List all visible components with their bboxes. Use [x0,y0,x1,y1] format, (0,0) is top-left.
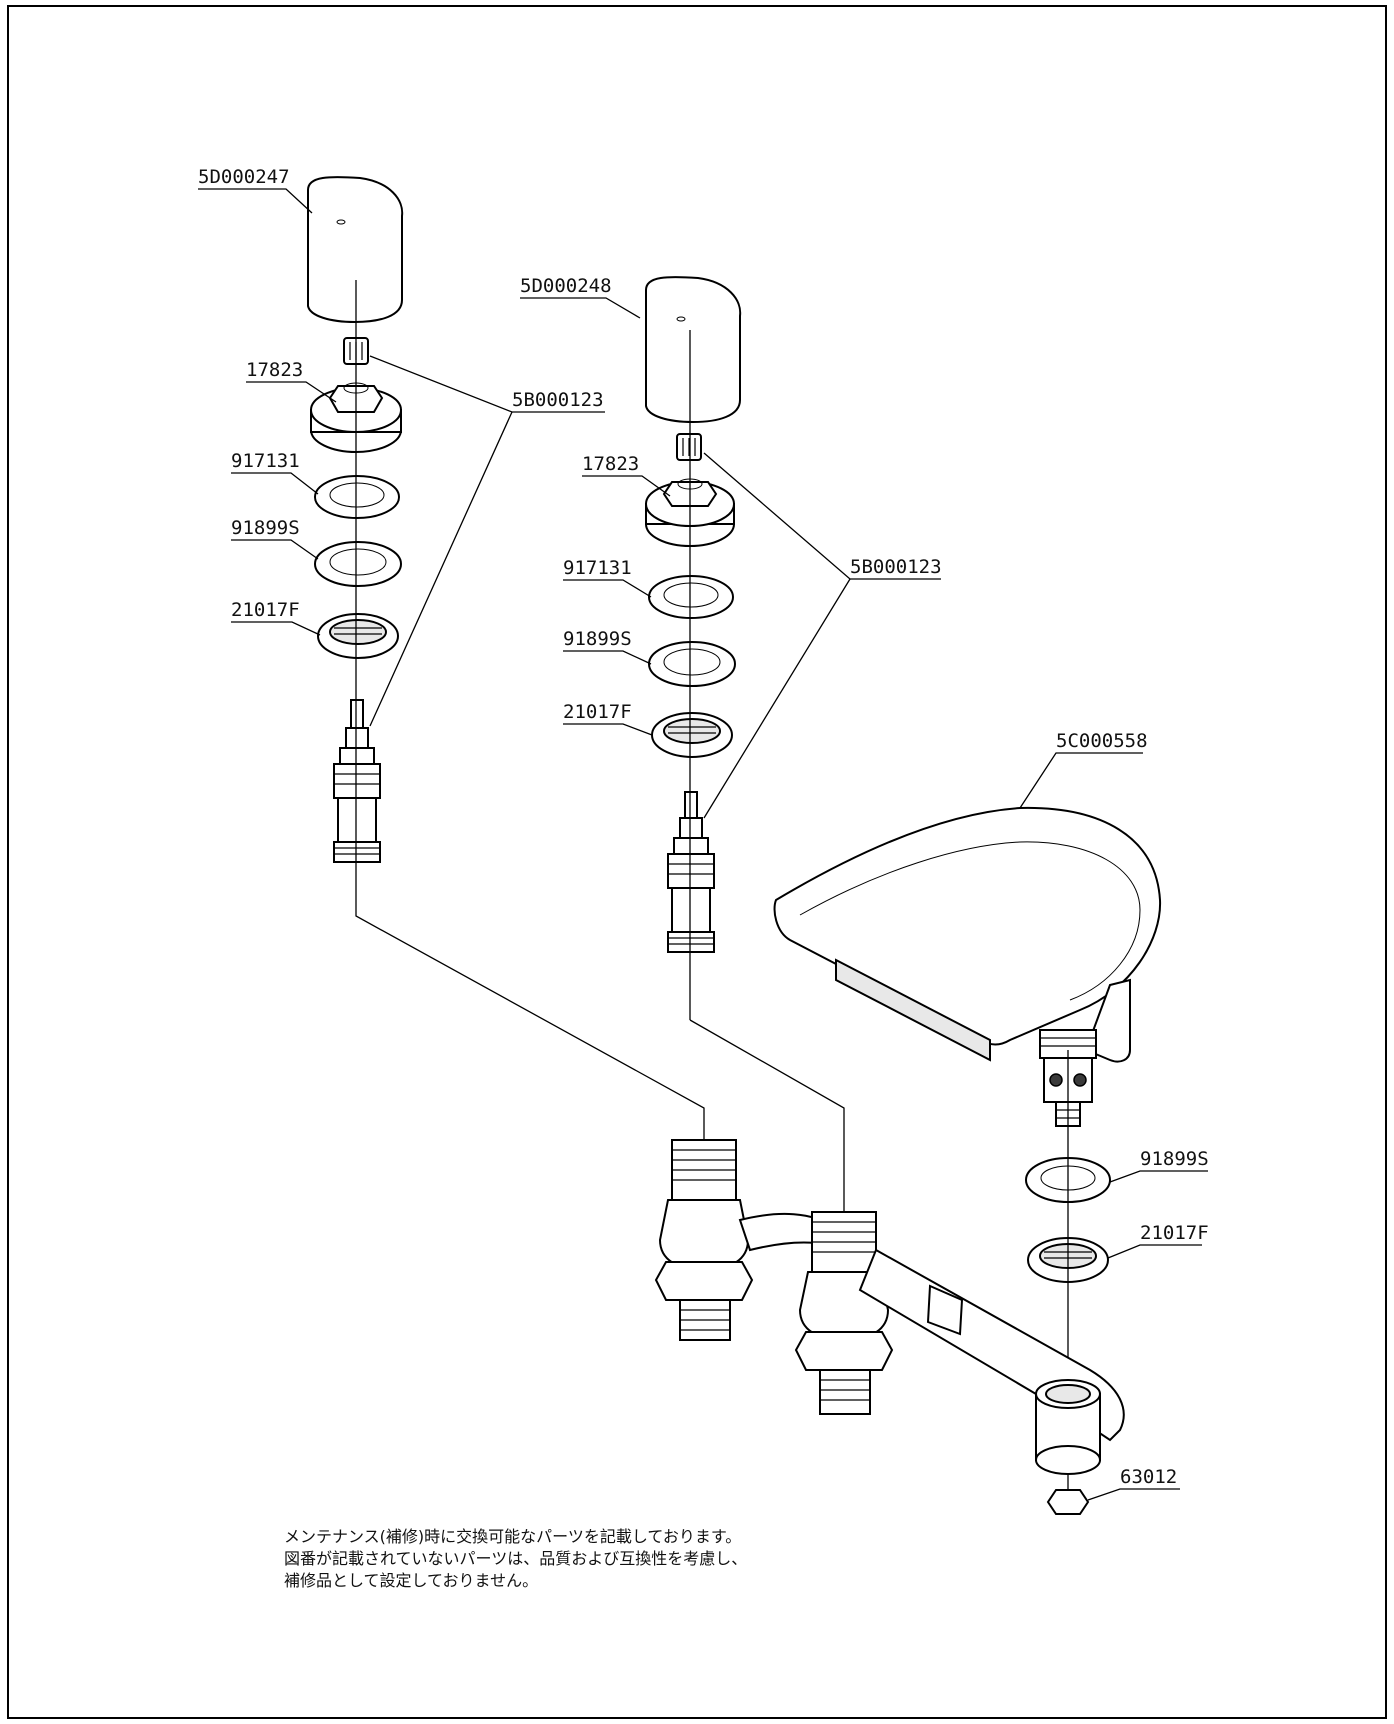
left-washer-91899s [314,541,402,587]
label-washer1-left: 917131 [231,450,300,472]
part-labels: 5D000247 17823 917131 91899S 21017F 5B00… [198,166,1209,1490]
label-handle-right: 5D000248 [520,275,612,297]
note-line-3: 補修品として設定しておりません。 [284,1571,538,1590]
right-washer-917131 [648,575,734,619]
label-spout-washer: 91899S [1140,1148,1209,1170]
label-washer2-right: 91899S [563,628,632,650]
left-washer-917131 [314,475,400,519]
right-handle-cap [645,276,742,424]
label-spout-ring: 21017F [1140,1222,1209,1244]
left-handle-cap [307,176,404,324]
label-screw-left: 5B000123 [512,389,604,411]
label-ring-left: 21017F [231,599,300,621]
label-spout: 5C000558 [1056,730,1148,752]
spout-underside [835,958,991,1062]
note-line-1: メンテナンス(補修)時に交換可能なパーツを記載しております。 [284,1527,741,1546]
label-nut-right: 17823 [582,453,639,475]
drawing-frame [7,5,1387,1719]
label-washer1-right: 917131 [563,557,632,579]
right-handle-assembly [645,276,742,1020]
note-line-2: 図番が記載されていないパーツは、品質および互換性を考慮し、 [284,1549,747,1568]
label-handle-left: 5D000247 [198,166,290,188]
right-washer-91899s [648,641,736,687]
label-washer2-left: 91899S [231,517,300,539]
axis-lines [355,906,845,1212]
spout-assembly [773,806,1162,1510]
left-cartridge [333,699,381,863]
left-handle-assembly [307,176,404,906]
maintenance-note: メンテナンス(補修)時に交換可能なパーツを記載しております。 図番が記載されてい… [284,1527,747,1590]
label-screw-right: 5B000123 [850,556,942,578]
valve-body [654,1139,1125,1515]
right-cartridge [667,791,715,953]
bottom-nut-63012 [1046,1489,1090,1515]
label-ring-right: 21017F [563,701,632,723]
label-nut-left: 17823 [246,359,303,381]
label-bottom-nut: 63012 [1120,1466,1177,1488]
